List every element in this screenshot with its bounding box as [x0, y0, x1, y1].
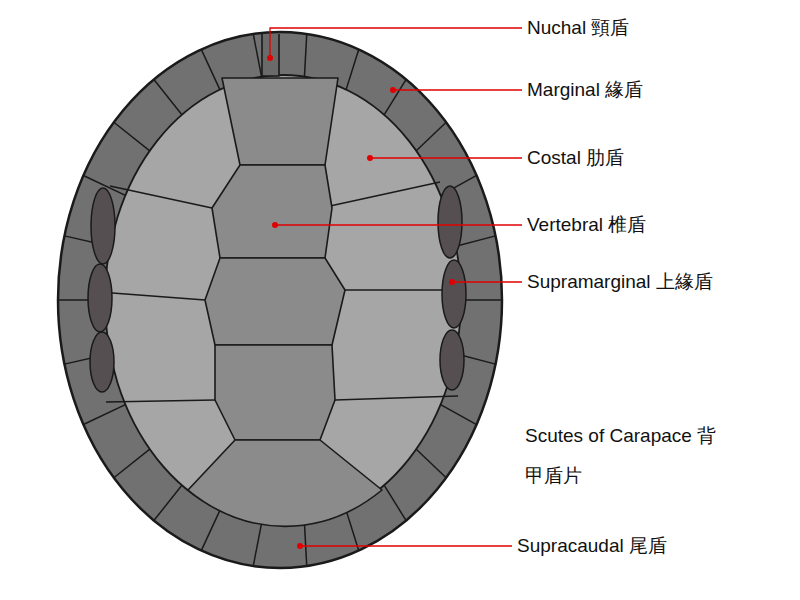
label-marginal: Marginal 緣盾: [527, 79, 643, 101]
label-nuchal: Nuchal 頸盾: [527, 17, 629, 39]
label-costal: Costal 肋盾: [527, 147, 624, 169]
label-supracaudal: Supracaudal 尾盾: [517, 535, 667, 557]
leader-dots: [267, 55, 455, 549]
label-supramarginal: Supramarginal 上緣盾: [527, 271, 713, 293]
vertebral-scutes: [188, 78, 382, 526]
marginal-dividers: [58, 34, 502, 566]
leader-lines: [270, 28, 522, 546]
supramarginal-scutes: [88, 186, 466, 392]
carapace-outline: [58, 32, 502, 568]
diagram-caption-note: Scutes of Carapace 背甲盾片: [525, 416, 730, 496]
label-vertebral: Vertebral 椎盾: [527, 214, 646, 236]
